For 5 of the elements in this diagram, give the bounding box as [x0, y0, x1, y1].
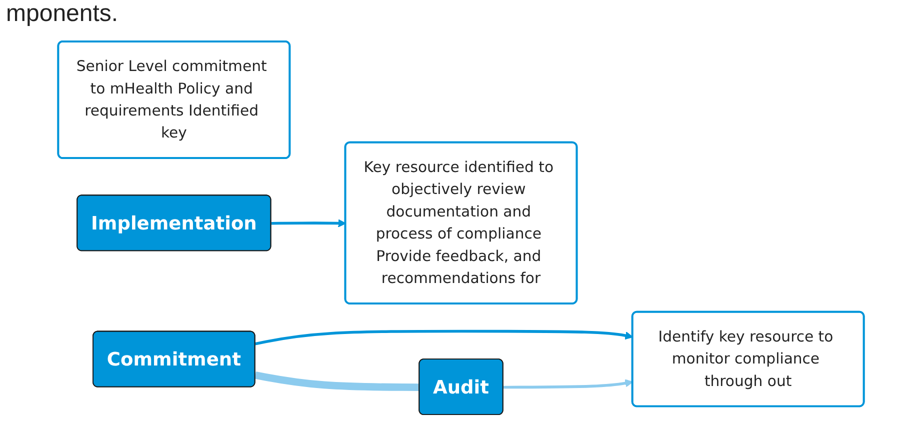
heading-fragment: mponents. — [6, 0, 118, 28]
arrow — [271, 219, 346, 228]
arrow — [255, 330, 634, 346]
arrow — [503, 379, 634, 389]
connector — [254, 372, 420, 391]
